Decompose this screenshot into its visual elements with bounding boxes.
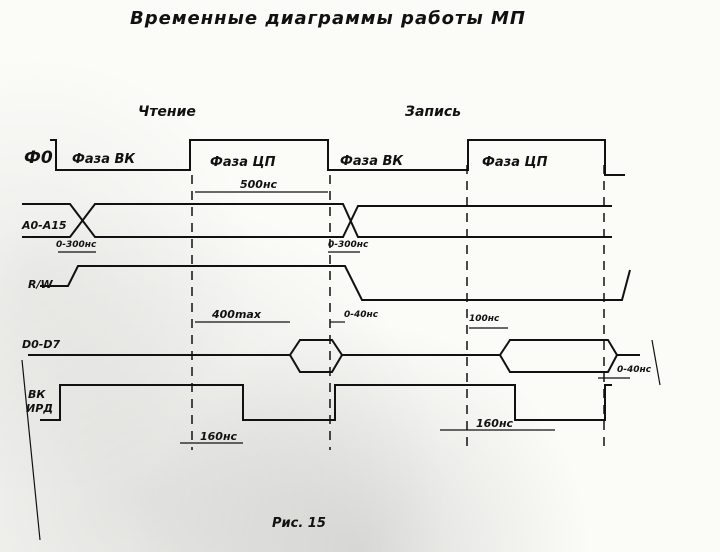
timing-0-40: 0-40нс [344, 310, 379, 320]
timing-160b: 160нс [476, 417, 514, 430]
signal-address: А0-А15 [22, 219, 67, 232]
section-write: Запись [405, 104, 462, 120]
phase-3-label: Фаза ВК [340, 154, 404, 169]
address-line-top [22, 203, 612, 238]
right-bracket [651, 339, 661, 386]
signal-rw: R/W [28, 278, 53, 291]
left-axis [21, 359, 41, 541]
figure-caption: Рис. 15 [272, 516, 326, 531]
data-line [28, 339, 640, 356]
bk-waveform [40, 384, 612, 421]
rw-waveform [40, 265, 631, 301]
address-line-bottom [22, 203, 612, 238]
phi0-waveform [50, 139, 625, 176]
signal-data: D0-D7 [22, 338, 61, 351]
signal-phi0: Ф0 [24, 148, 53, 168]
timing-400max: 400max [212, 308, 261, 321]
diagram-title: Временные диаграммы работы МП [130, 8, 526, 29]
section-read: Чтение [138, 104, 196, 120]
timing-100: 100нс [469, 314, 500, 324]
phase-4-label: Фаза ЦП [482, 155, 548, 170]
timing-0-40b: 0-40нс [617, 365, 652, 375]
timing-0-300a: 0-300нс [56, 240, 97, 250]
signal-bk-2: ИРД [26, 402, 54, 415]
signal-bk-1: ВК [28, 388, 46, 401]
timing-500: 500нс [240, 178, 278, 191]
phase-2-label: Фаза ЦП [210, 155, 276, 170]
phase-1-label: Фаза ВК [72, 152, 136, 167]
timing-160a: 160нс [200, 430, 238, 443]
timing-0-300b: 0-300нс [328, 240, 369, 250]
data-line-lower-2 [499, 354, 618, 373]
data-line-lower [289, 354, 343, 373]
